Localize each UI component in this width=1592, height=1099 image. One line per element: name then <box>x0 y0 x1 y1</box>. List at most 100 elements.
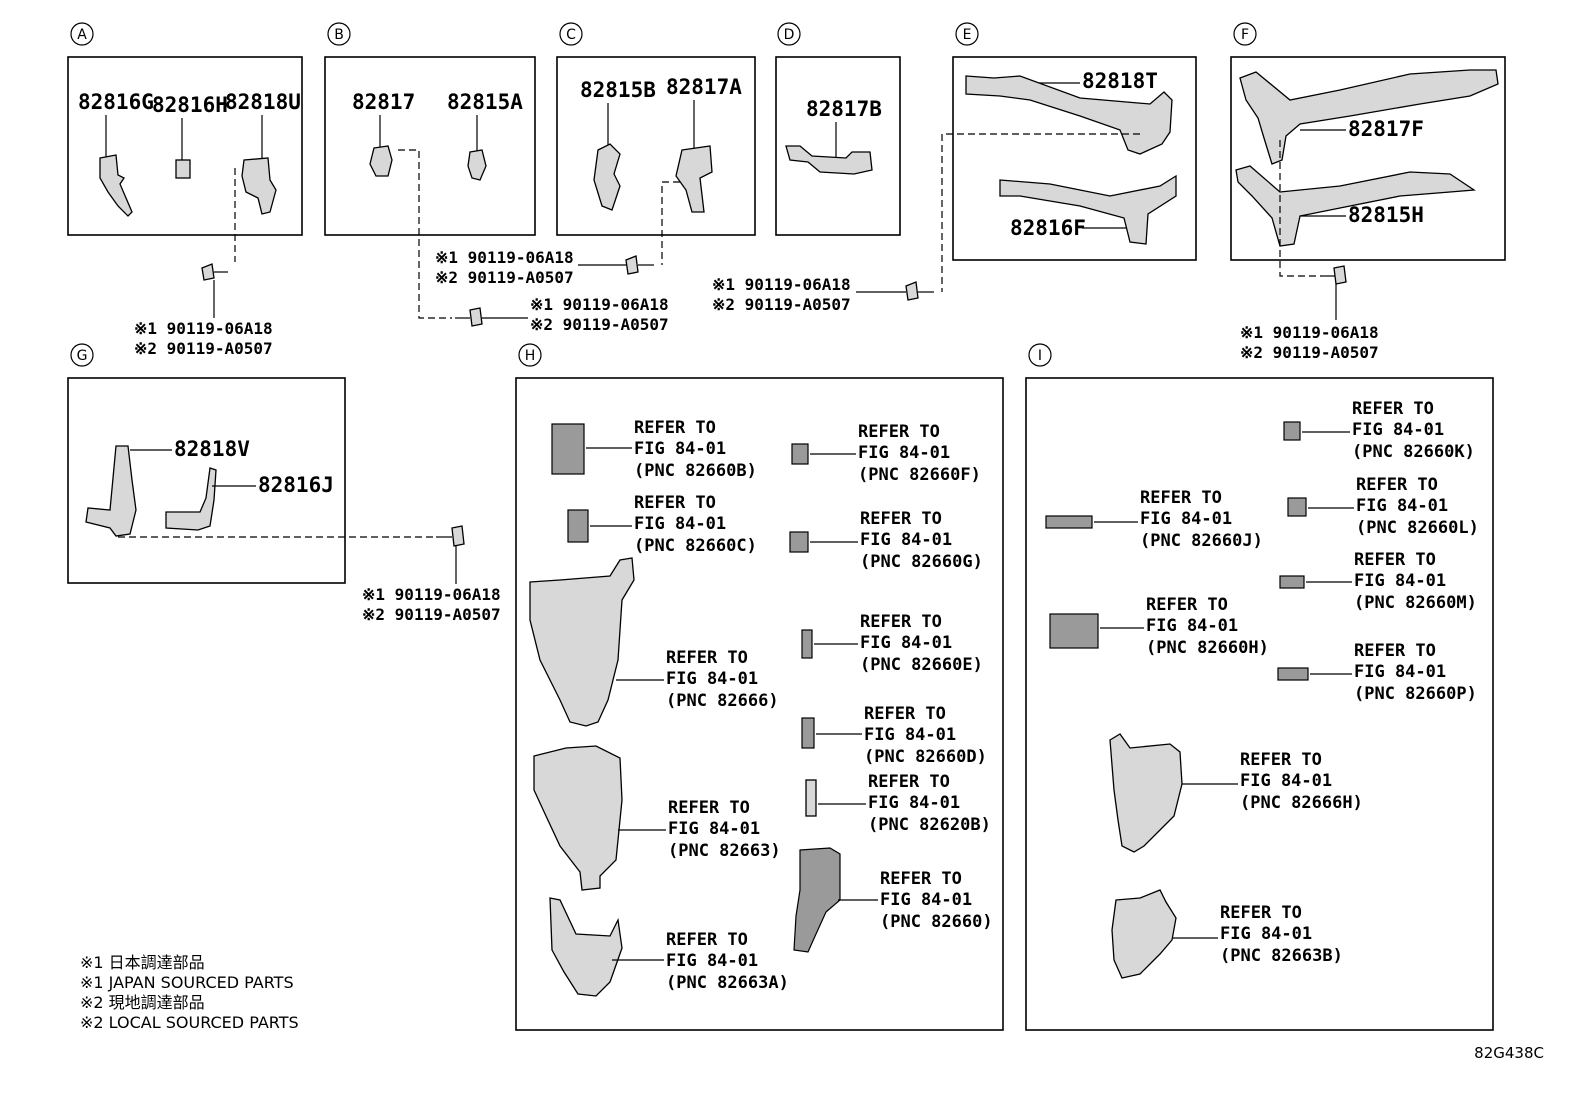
ref-82660P-pnc: (PNC 82660P) <box>1354 684 1477 704</box>
section-C-marker: C <box>559 22 583 46</box>
ref-82660H-line2: FIG 84-01 <box>1146 616 1238 636</box>
component-82660F-shape <box>791 443 809 465</box>
part-82816H-label: 82816H <box>152 93 228 117</box>
ref-82666-line1: REFER TO <box>666 648 748 668</box>
ref-82660G-pnc: (PNC 82660G) <box>860 552 983 572</box>
part-82817F-label: 82817F <box>1348 117 1424 141</box>
part-82817B-shape <box>785 145 873 175</box>
section-D-box <box>775 56 901 236</box>
bolt-F-line2: ※2 90119-A0507 <box>1240 343 1379 362</box>
section-C-letter: C <box>566 27 576 43</box>
bolt-E-line1: ※1 90119-06A18 <box>712 275 851 294</box>
part-82816F-label: 82816F <box>1010 216 1086 240</box>
part-82817-shape <box>369 145 393 177</box>
ref-82660E-line1: REFER TO <box>860 612 942 632</box>
bolt-G-line2: ※2 90119-A0507 <box>362 605 501 624</box>
section-E-box <box>952 56 1197 261</box>
ref-82660K-pnc: (PNC 82660K) <box>1352 442 1475 462</box>
bolt-F-line1: ※1 90119-06A18 <box>1240 323 1379 342</box>
ref-82660F-pnc: (PNC 82660F) <box>858 465 981 485</box>
ref-82660J-line1: REFER TO <box>1140 488 1222 508</box>
ref-82660P-line2: FIG 84-01 <box>1354 662 1446 682</box>
component-82666H-shape <box>1109 733 1183 853</box>
bolt-C-line2: ※2 90119-A0507 <box>435 268 574 287</box>
ref-82663B-line1: REFER TO <box>1220 903 1302 923</box>
section-F-marker: F <box>1233 22 1257 46</box>
ref-82660M-pnc: (PNC 82660M) <box>1354 593 1477 613</box>
part-82817B-label: 82817B <box>806 97 882 121</box>
bolt-icon <box>1322 265 1347 285</box>
section-G-marker: G <box>70 343 94 367</box>
ref-82660C-line1: REFER TO <box>634 493 716 513</box>
component-82663A-shape <box>549 897 623 997</box>
ref-82660-line1: REFER TO <box>880 869 962 889</box>
ref-82660D-line2: FIG 84-01 <box>864 725 956 745</box>
part-82815H-shape <box>1235 165 1476 247</box>
ref-82660C-pnc: (PNC 82660C) <box>634 536 757 556</box>
section-E-marker: E <box>955 22 979 46</box>
component-82660M-shape <box>1279 575 1305 589</box>
section-F-box <box>1230 56 1506 261</box>
ref-82660D-line1: REFER TO <box>864 704 946 724</box>
component-82660J-shape <box>1045 515 1093 529</box>
component-82620B-shape <box>805 779 817 817</box>
part-82816G-label: 82816G <box>78 90 154 114</box>
ref-82660B-line1: REFER TO <box>634 418 716 438</box>
ref-82663A-line2: FIG 84-01 <box>666 951 758 971</box>
bolt-B-line2: ※2 90119-A0507 <box>530 315 669 334</box>
legend-line-1: ※1 日本調達部品 <box>80 953 205 972</box>
ref-82660L-line2: FIG 84-01 <box>1356 496 1448 516</box>
section-C-box <box>556 56 756 236</box>
part-82817-label: 82817 <box>352 90 415 114</box>
ref-82666H-line1: REFER TO <box>1240 750 1322 770</box>
component-82660H-shape <box>1049 613 1099 649</box>
ref-82666H-line2: FIG 84-01 <box>1240 771 1332 791</box>
ref-82660E-line2: FIG 84-01 <box>860 633 952 653</box>
part-82816G-shape <box>99 154 133 217</box>
section-D-letter: D <box>784 27 795 43</box>
ref-82660F-line2: FIG 84-01 <box>858 443 950 463</box>
ref-82666-line2: FIG 84-01 <box>666 669 758 689</box>
component-82660L-shape <box>1287 497 1307 517</box>
part-82818V-label: 82818V <box>174 437 250 461</box>
bolt-B-line1: ※1 90119-06A18 <box>530 295 669 314</box>
section-G-letter: G <box>77 348 88 364</box>
component-82660D-shape <box>801 717 815 749</box>
part-82818U-label: 82818U <box>225 90 301 114</box>
section-A-letter: A <box>77 27 87 43</box>
ref-82660B-pnc: (PNC 82660B) <box>634 461 757 481</box>
ref-82663-pnc: (PNC 82663) <box>668 841 781 861</box>
bolt-G-line1: ※1 90119-06A18 <box>362 585 501 604</box>
ref-82660F-line1: REFER TO <box>858 422 940 442</box>
bolt-A-line2: ※2 90119-A0507 <box>134 339 273 358</box>
component-82660K-shape <box>1283 421 1301 441</box>
ref-82660E-pnc: (PNC 82660E) <box>860 655 983 675</box>
ref-82660K-line1: REFER TO <box>1352 399 1434 419</box>
ref-82663A-pnc: (PNC 82663A) <box>666 973 789 993</box>
bolt-E-line2: ※2 90119-A0507 <box>712 295 851 314</box>
component-82663B-shape <box>1111 889 1177 979</box>
ref-82660D-pnc: (PNC 82660D) <box>864 747 987 767</box>
section-I-box <box>1025 377 1494 1031</box>
bolt-C-line1: ※1 90119-06A18 <box>435 248 574 267</box>
component-82660E-shape <box>801 629 813 659</box>
bolt-icon <box>905 281 934 301</box>
part-82816F-shape <box>999 174 1177 245</box>
ref-82660G-line2: FIG 84-01 <box>860 530 952 550</box>
ref-82620B-line1: REFER TO <box>868 772 950 792</box>
part-82816J-shape <box>165 467 217 531</box>
section-I-marker: I <box>1028 343 1052 367</box>
part-82816J-label: 82816J <box>258 473 334 497</box>
section-B-marker: B <box>327 22 351 46</box>
legend-line-3: ※2 現地調達部品 <box>80 993 205 1012</box>
section-H-marker: H <box>518 343 542 367</box>
ref-82660P-line1: REFER TO <box>1354 641 1436 661</box>
ref-82660J-pnc: (PNC 82660J) <box>1140 531 1263 551</box>
ref-82660-line2: FIG 84-01 <box>880 890 972 910</box>
legend-line-2: ※1 JAPAN SOURCED PARTS <box>80 973 294 992</box>
part-82817A-label: 82817A <box>666 75 742 99</box>
component-82660G-shape <box>789 531 809 553</box>
part-82815A-label: 82815A <box>447 90 523 114</box>
ref-82660L-line1: REFER TO <box>1356 475 1438 495</box>
part-82815B-label: 82815B <box>580 78 656 102</box>
